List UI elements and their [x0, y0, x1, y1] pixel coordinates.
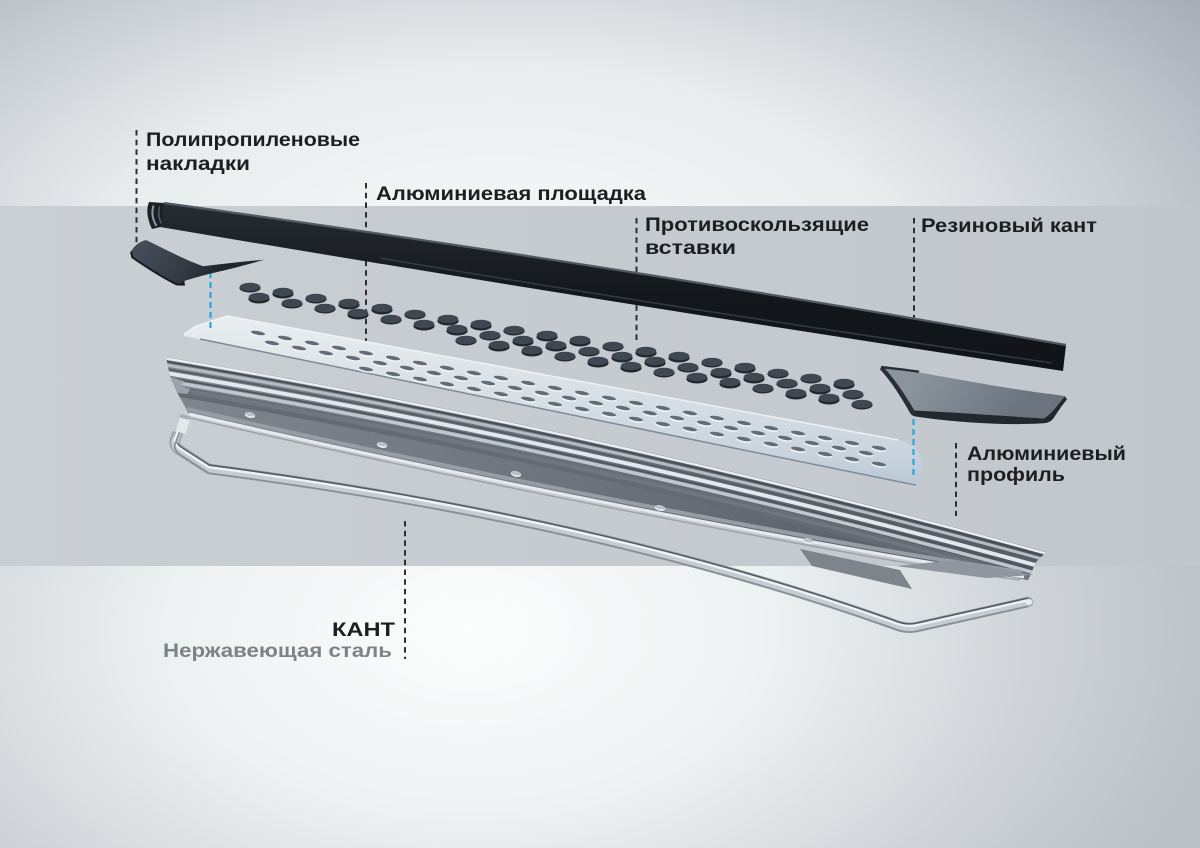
svg-text:Нержавеющая сталь: Нержавеющая сталь	[163, 641, 392, 662]
svg-text:Алюминиевая площадка: Алюминиевая площадка	[376, 184, 646, 205]
svg-text:вставки: вставки	[645, 238, 736, 259]
svg-text:Полипропиленовые: Полипропиленовые	[146, 130, 360, 151]
svg-text:КАНТ: КАНТ	[332, 620, 395, 641]
svg-text:накладки: накладки	[146, 154, 250, 175]
svg-text:Резиновый кант: Резиновый кант	[921, 216, 1097, 237]
svg-text:Алюминиевый: Алюминиевый	[967, 444, 1126, 465]
svg-text:Противоскользящие: Противоскользящие	[645, 215, 869, 236]
svg-text:профиль: профиль	[967, 465, 1065, 486]
